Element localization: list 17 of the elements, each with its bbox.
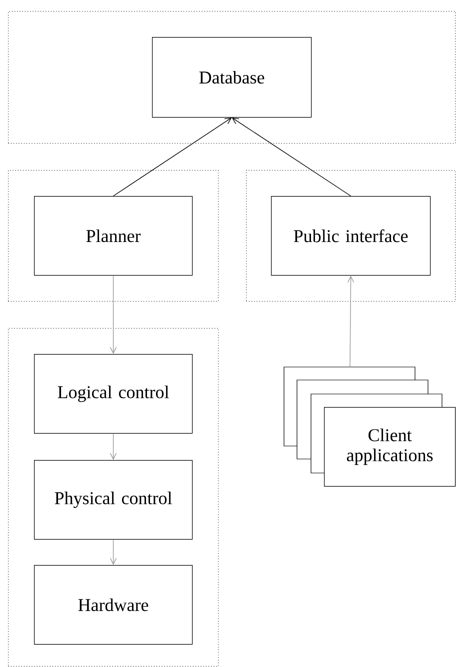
process-box: Client applications — [324, 407, 456, 487]
arrow — [112, 118, 232, 196]
arrow — [110, 275, 117, 354]
group-frame — [8, 170, 219, 302]
arrow — [110, 539, 117, 565]
arrow — [110, 433, 117, 460]
group-frame — [8, 328, 219, 667]
process-box: Hardware — [34, 565, 193, 645]
arrow — [232, 118, 352, 196]
process-box: Public interface — [271, 196, 431, 276]
arrow — [347, 276, 354, 368]
process-box: Planner — [34, 196, 193, 276]
process-box: Logical control — [34, 354, 193, 434]
process-box: Database — [152, 37, 312, 118]
group-frame — [246, 170, 456, 302]
group-frame — [8, 11, 456, 144]
process-box: Physical control — [34, 460, 193, 540]
